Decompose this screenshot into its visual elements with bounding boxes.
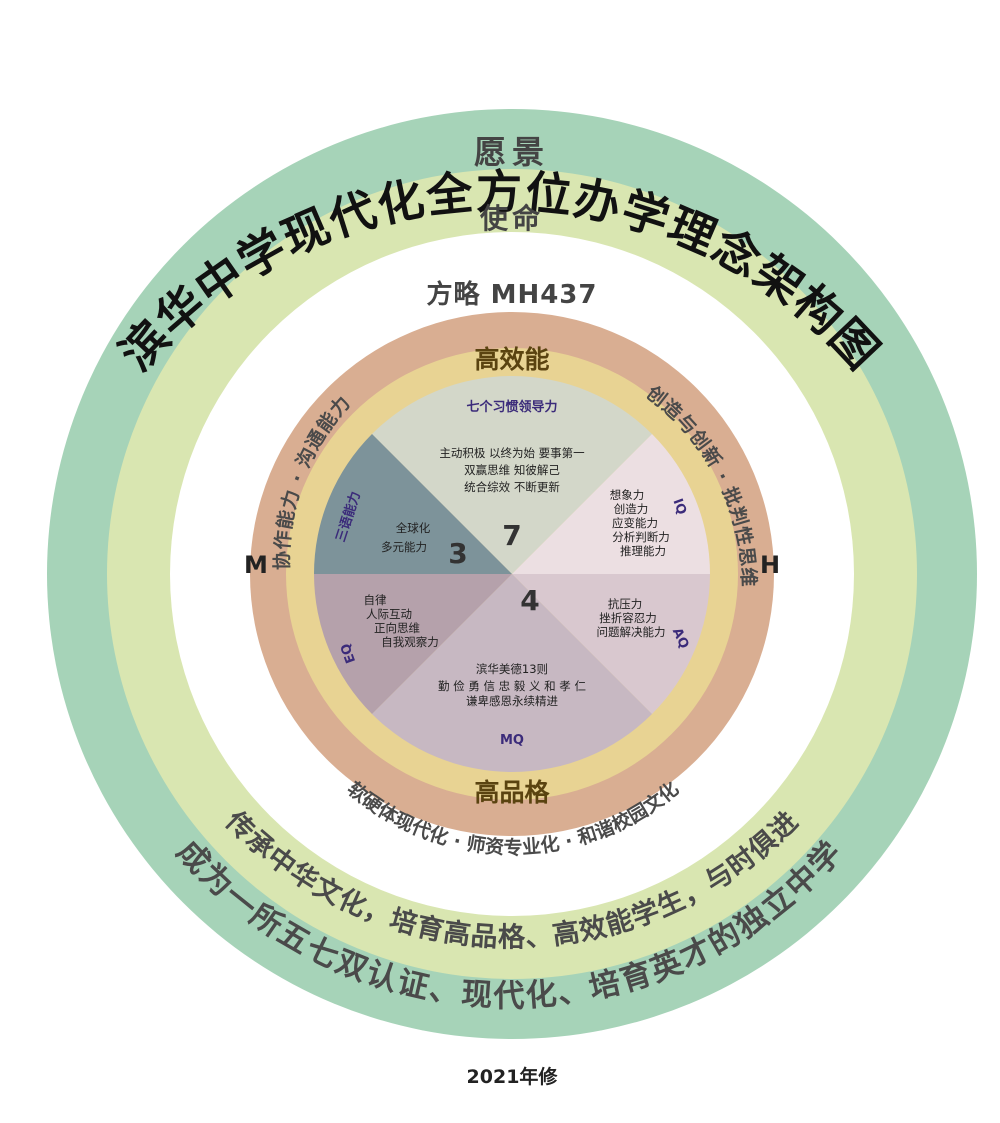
aq-line: 问题解决能力 (597, 625, 666, 639)
iq-line: 分析判断力 (612, 530, 670, 544)
revision-note: 2021年修 (467, 1065, 559, 1088)
global-number: 3 (448, 537, 467, 570)
aq-line: 挫折容忍力 (599, 611, 657, 625)
iq-line: 想象力 (610, 488, 645, 502)
iq-line: 推理能力 (620, 544, 666, 558)
high-efficiency-label: 高效能 (474, 345, 549, 374)
iq-title: IQ (670, 497, 690, 517)
eq-title: EQ (338, 641, 359, 665)
aq-line: 抗压力 (608, 597, 643, 611)
mission-label: 使命 (479, 202, 544, 235)
segment-habits (372, 376, 652, 574)
h-label: H (760, 551, 780, 579)
mq-title: MQ (500, 733, 524, 748)
mq-line: 勤 俭 勇 信 忠 毅 义 和 孝 仁 (438, 679, 586, 693)
m-label: M (244, 551, 268, 579)
global-line: 全球化 (396, 521, 431, 535)
eq-line: 正向思维 (374, 621, 420, 635)
vision-label: 愿景 (474, 133, 550, 171)
strategy-label: 方略 MH437 (427, 279, 598, 310)
segment-iq (512, 434, 710, 574)
iq-line: 创造力 (614, 502, 649, 516)
mq-line: 谦卑感恩永续精进 (466, 694, 558, 708)
segment-aq (512, 574, 710, 714)
eq-line: 人际互动 (366, 607, 412, 621)
eq-line: 自我观察力 (381, 635, 439, 649)
high-character-label: 高品格 (474, 778, 550, 807)
habits-line: 主动积极 以终为始 要事第一 (439, 446, 585, 460)
habits-line: 双赢思维 知彼解己 (464, 463, 560, 477)
aq-eq-number: 4 (520, 584, 539, 617)
eq-line: 自律 (364, 593, 387, 607)
habits-number: 7 (502, 519, 521, 552)
mq-line: 滨华美德13则 (476, 662, 548, 676)
segment-mq (372, 574, 652, 772)
segment-global (314, 434, 512, 574)
habits-line: 统合综效 不断更新 (464, 480, 560, 494)
iq-line: 应变能力 (612, 516, 658, 530)
habits-title: 七个习惯领导力 (466, 399, 557, 415)
global-line: 多元能力 (381, 540, 427, 554)
segment-eq (314, 574, 512, 714)
